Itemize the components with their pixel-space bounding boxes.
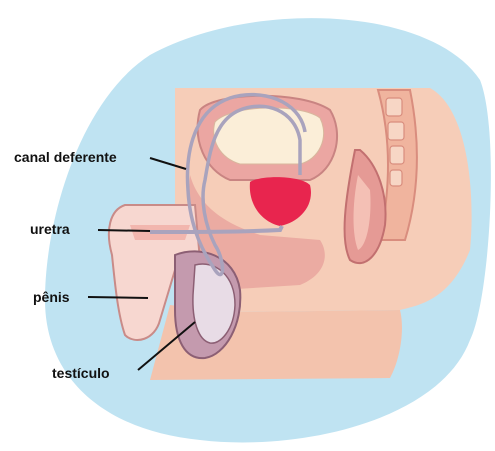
label-canal-deferente: canal deferente (14, 149, 117, 165)
penis-leader (88, 297, 148, 298)
label-penis: pênis (33, 289, 70, 305)
label-uretra: uretra (30, 221, 70, 237)
label-testiculo: testículo (52, 365, 110, 381)
uretra-leader (98, 230, 150, 231)
